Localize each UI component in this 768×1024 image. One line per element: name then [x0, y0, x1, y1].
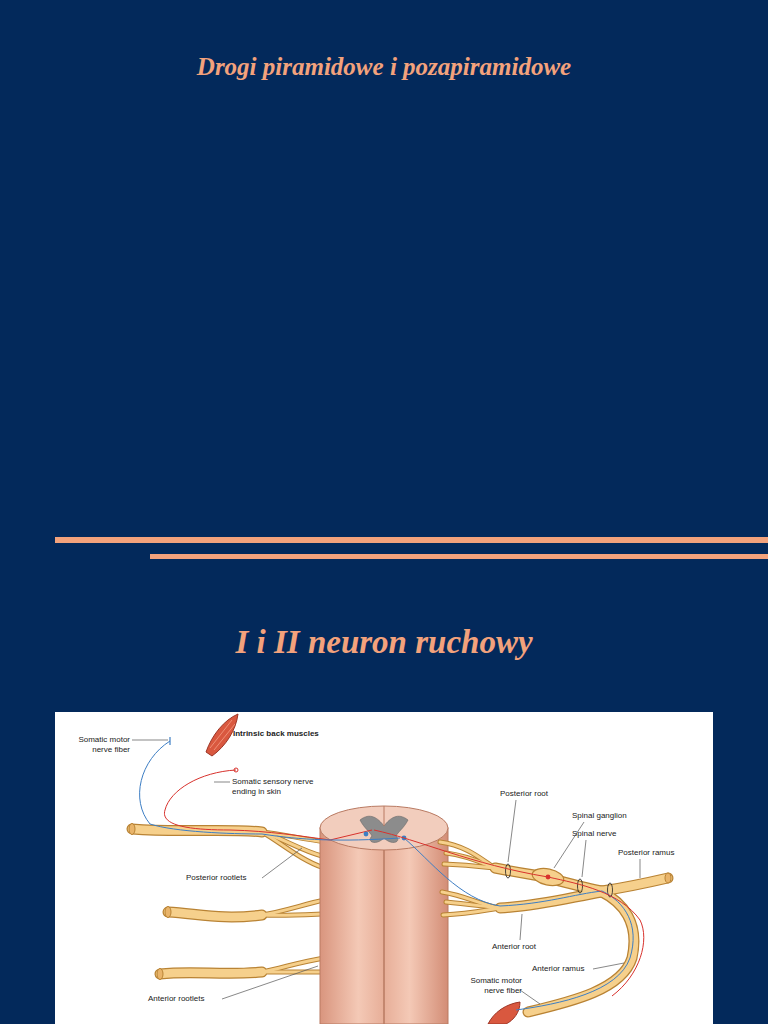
- slide-title: Drogi piramidowe i pozapiramidowe: [0, 52, 768, 82]
- part-label: Anterior root: [492, 942, 562, 952]
- part-label: Posterior rootlets: [186, 873, 266, 883]
- part-label: Somatic sensory nerve ending in skin: [232, 777, 314, 797]
- part-label: Anterior rootlets: [148, 994, 228, 1004]
- slide-heading: I i II neuron ruchowy: [0, 622, 768, 662]
- part-label: Anterior ramus: [532, 964, 602, 974]
- part-label: Spinal nerve: [572, 829, 642, 839]
- part-label: Spinal ganglion: [572, 811, 642, 821]
- part-label: Posterior root: [500, 789, 570, 799]
- part-label: Intrinsic back muscles: [233, 729, 353, 739]
- part-label: Posterior ramus: [618, 848, 698, 858]
- part-label: Somatic motor nerve fiber: [452, 976, 522, 996]
- part-label: Somatic motor nerve fiber: [60, 735, 130, 755]
